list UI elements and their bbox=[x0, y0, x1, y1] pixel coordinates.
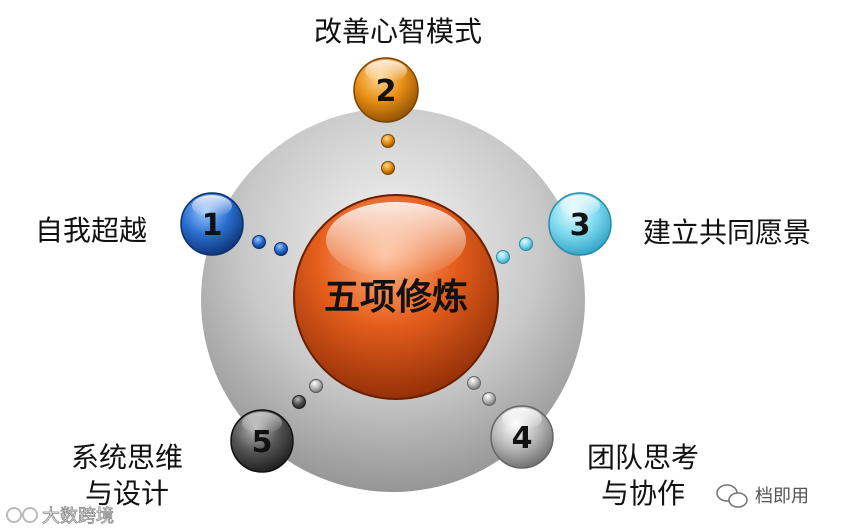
connector-dot bbox=[292, 395, 306, 409]
node-1: 1 bbox=[180, 192, 244, 256]
watermark-bottom-right: 档即用 bbox=[716, 484, 809, 508]
node-2-label: 改善心智模式 bbox=[314, 15, 482, 48]
node-5-number: 5 bbox=[252, 425, 273, 460]
connector-dot bbox=[482, 392, 496, 406]
connector-dot bbox=[519, 237, 533, 251]
node-3-number: 3 bbox=[570, 208, 591, 243]
node-2-number: 2 bbox=[376, 74, 397, 109]
node-5-label-line1: 系统思维 bbox=[71, 441, 183, 474]
watermark-bottom-left-text: 大数跨境 bbox=[42, 506, 114, 527]
connector-dot bbox=[496, 250, 510, 264]
connector-dot bbox=[381, 161, 395, 175]
node-1-number: 1 bbox=[202, 208, 223, 243]
watermark-logo-icon bbox=[6, 507, 38, 523]
node-4-label-line2: 与协作 bbox=[601, 477, 685, 510]
connector-dots bbox=[252, 134, 533, 409]
center-label: 五项修炼 bbox=[324, 277, 468, 318]
watermark-bottom-right-text: 档即用 bbox=[755, 486, 809, 507]
connector-dot bbox=[252, 235, 266, 249]
connector-dot bbox=[274, 242, 288, 256]
connector-dot bbox=[381, 134, 395, 148]
node-4-number: 4 bbox=[512, 421, 533, 456]
node-5-label-line2: 与设计 bbox=[85, 477, 169, 510]
watermark-bottom-left: 大数跨境 bbox=[6, 506, 114, 527]
node-2: 2 bbox=[353, 57, 419, 123]
connector-dot bbox=[467, 376, 481, 390]
node-4-label-line1: 团队思考 bbox=[587, 441, 699, 474]
node-1-label: 自我超越 bbox=[35, 214, 147, 247]
node-4: 4 bbox=[490, 405, 554, 469]
center-sphere: 五项修炼 bbox=[293, 194, 499, 400]
node-5: 5 bbox=[230, 409, 294, 473]
node-3-label: 建立共同愿景 bbox=[643, 216, 811, 249]
node-3: 3 bbox=[548, 192, 612, 256]
wechat-icon bbox=[716, 484, 748, 508]
connector-dot bbox=[309, 379, 323, 393]
